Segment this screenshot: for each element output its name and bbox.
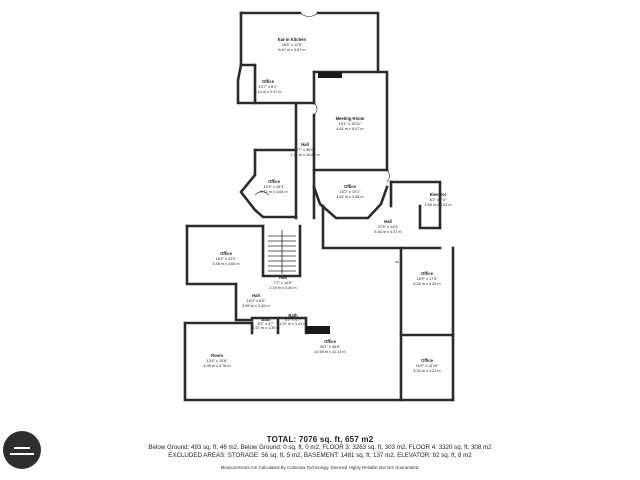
room-name-office-2: Office [268,179,281,184]
room-metric-elevator: 1.89 m x 2.23 m [424,203,451,207]
room-name-eat-in-kitchen: Eat-in Kitchen [278,37,307,42]
excluded-areas: EXCLUDED AREAS: STORAGE: 56 sq. ft, 5 m2… [168,452,472,459]
room-imperial-office-3: 15'2" x 10'1" [340,190,361,194]
doors [254,12,390,196]
room-imperial-office-2: 12'4" x 15'3" [264,185,285,189]
room-imperial-hall-4: 16'0" x 8'0" [247,299,266,303]
room-name-bath-2: Bath [288,313,298,318]
kitchen-counter [318,72,342,78]
room-metric-hall-3: 2.19 m x 4.40 m [269,286,296,290]
room-imperial-office-6: 35'1" x 36'6" [320,345,341,349]
room-imperial-office-5: 16'9" x 17'3" [417,277,438,281]
room-imperial-hall-3: 7'2" x 14'5" [274,281,293,285]
room-name-hall-4: Hall [252,293,260,298]
room-imperial-office-7: 16'9" x 13'10" [416,364,440,368]
room-metric-bath-1: 1.57 m x 1.39 m [252,326,279,330]
room-imperial-meeting-room: 15'1" x 19'11" [339,122,362,126]
room-metric-eat-in-kitchen: 8.67 m x 3.87 m [278,48,305,52]
room-metric-office-1: 4.14 m x 2.47 m [254,90,281,94]
room-metric-office-6: 10.69 m x 11.13 m [314,350,345,354]
room-imperial-bath-1: 5'2" x 4'7" [258,322,275,326]
room-metric-room: 4.06 m x 4.78 m [203,364,230,368]
room-name-hall-2: Hall [384,219,392,224]
room-imperial-hall-2: 27'5" x 14'4" [378,225,399,229]
room-name-office-6: Office [324,339,337,344]
room-name-meeting-room: Meeting Room [336,116,365,121]
cabinet-block [306,326,330,334]
room-name-hall-3: Hall [279,275,287,280]
room-imperial-hall-1: 5'7" x 35'0" [296,148,315,152]
room-metric-hall-2: 8.36 m x 4.37 m [374,230,401,234]
brand-logo-icon [3,431,41,469]
room-imperial-office-4: 16'4" x 12'0" [216,257,237,261]
room-metric-hall-1: 1.71 m x 10.66 m [290,153,319,157]
room-metric-office-5: 5.26 m x 5.26 m [413,282,440,286]
room-metric-bath-2: 1.57 m x 1.41 m [279,322,306,326]
room-imperial-office-1: 13'7" x 8'1" [259,85,278,89]
fixtures [306,72,342,334]
room-imperial-eat-in-kitchen: 28'5" x 12'8" [282,43,303,47]
room-name-elevator: Elevator [430,192,447,197]
room-metric-office-4: 4.98 m x 3.65 m [212,262,239,266]
room-metric-hall-4: 4.89 m x 2.45 m [242,304,269,308]
room-labels: Eat-in Kitchen 28'5" x 12'8" 8.67 m x 3.… [203,37,451,373]
walls [183,11,455,402]
room-imperial-bath-2: 5'2" x 4'7" [285,318,302,322]
room-metric-office-2: 3.77 m x 4.64 m [260,190,287,194]
room-name-office-1: Office [262,79,275,84]
total-area: TOTAL: 7076 sq. ft, 657 m2 [266,435,374,444]
room-name-office-3: Office [344,184,357,189]
room-name-office-4: Office [220,251,233,256]
room-imperial-room: 13'4" x 15'8" [207,359,228,363]
measurement-disclaimer: Measurements Are Calculated By Cubicasa … [220,465,420,470]
room-imperial-elevator: 6'2" x 7'4" [430,198,447,202]
room-name-hall-1: Hall [301,142,309,147]
room-name-room: Room [211,353,223,358]
room-name-office-7: Office [421,358,434,363]
room-metric-meeting-room: 4.61 m x 6.07 m [336,127,363,131]
room-metric-office-7: 5.26 m x 4.22 m [413,369,440,373]
room-name-office-5: Office [421,271,434,276]
floor-areas: Below Ground: 493 sq. ft, 46 m2, Below G… [148,444,492,451]
room-name-bath-1: Bath [261,317,271,322]
stair-treads [268,230,399,274]
room-metric-office-3: 4.62 m x 3.08 m [336,195,363,199]
